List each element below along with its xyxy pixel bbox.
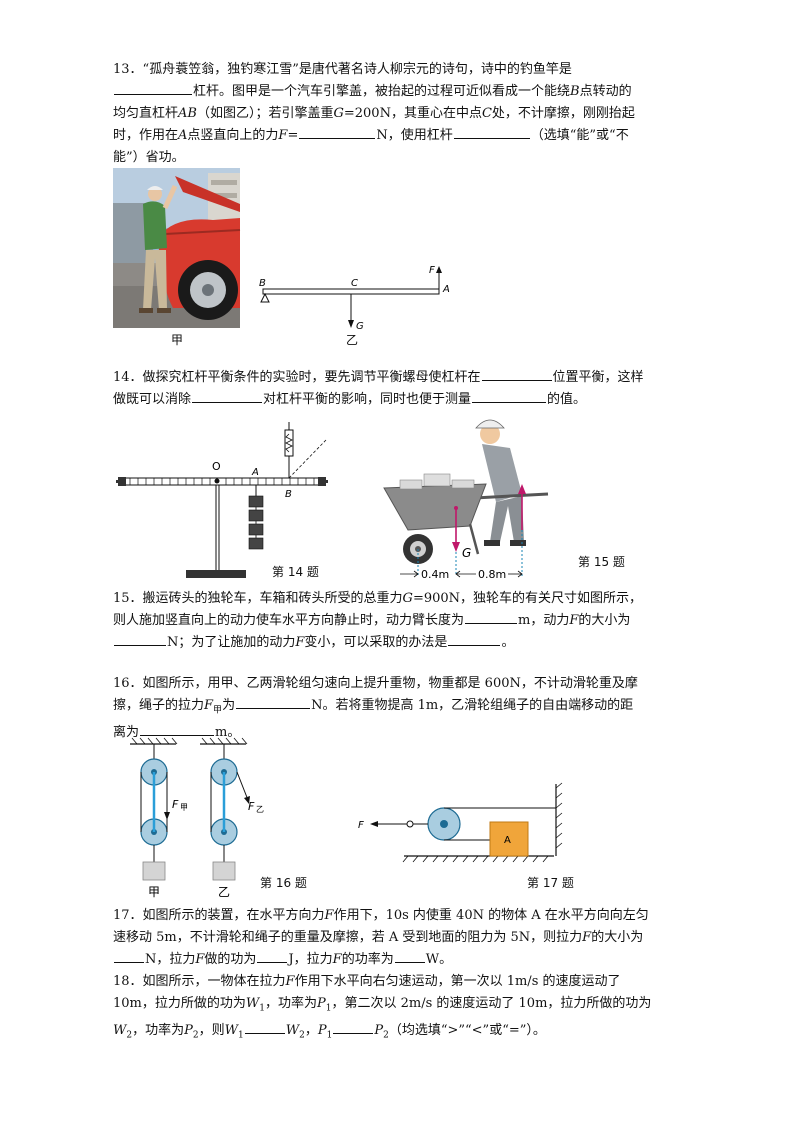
- figure-16-caption: 第 16 题: [260, 876, 307, 890]
- figure-17-caption: 第 17 题: [527, 876, 574, 890]
- answer-blank[interactable]: [236, 695, 311, 709]
- q14-line-2: 做既可以消除对杠杆平衡的影响，同时也便于测量的值。: [113, 389, 679, 411]
- answer-blank[interactable]: [481, 367, 552, 381]
- q14-line-1: 14．做探究杠杆平衡条件的实验时，要先调节平衡螺母使杠杆在位置平衡，这样: [113, 367, 679, 389]
- pivot-o-label: O: [212, 460, 221, 473]
- answer-blank[interactable]: [192, 389, 263, 403]
- figure-yi-caption: 乙: [346, 333, 359, 347]
- distance-1-label: 0.4m: [421, 568, 449, 581]
- box-a-label: A: [504, 835, 511, 846]
- answer-blank[interactable]: [394, 949, 425, 963]
- gravity-g-label: G: [356, 321, 364, 332]
- question-13: 13．“孤舟蓑笠翁，独钓寒江雪”是唐代著名诗人柳宗元的诗句，诗中的钓鱼竿是 杠杆…: [113, 59, 679, 169]
- force-f-yi-label: F: [248, 800, 255, 813]
- answer-blank[interactable]: [333, 1020, 374, 1034]
- q13-line-5: 能”）省功。: [113, 150, 185, 165]
- horizontal-pulley-diagram: F A: [358, 782, 563, 863]
- q13-line-4: 时，作用在A点竖直向上的力F=N，使用杠杆（选填“能”或“不: [113, 125, 679, 147]
- system-jia-label: 甲: [148, 885, 160, 899]
- q13-line-3: 均匀直杠杆AB（如图乙）；若引擎盖重G=200N，其重心在中点C处，不计摩擦，刚…: [113, 106, 635, 121]
- q18-line-1: 18．如图所示，一物体在拉力F作用下水平向右匀速运动，第一次以 1m/s 的速度…: [113, 974, 621, 989]
- question-16: 16．如图所示，用甲、乙两滑轮组匀速向上提升重物，物重都是 600N，不计动滑轮…: [113, 673, 679, 744]
- answer-blank[interactable]: [114, 81, 192, 95]
- distance-2-label: 0.8m: [478, 568, 506, 581]
- lever-ab-diagram: B C A F G: [259, 265, 450, 332]
- question-18: 18．如图所示，一物体在拉力F作用下水平向右匀速运动，第一次以 1m/s 的速度…: [113, 971, 679, 1046]
- q15-line-1: 15．搬运砖头的独轮车，车箱和砖头所受的总重力G=900N，独轮车的有关尺寸如图…: [113, 591, 643, 606]
- force-f-label: F: [429, 265, 435, 276]
- lever-balance-apparatus: O A B: [116, 422, 328, 578]
- question-17: 17．如图所示的装置，在水平方向力F作用下，10s 内使重 40N 的物体 A …: [113, 905, 679, 971]
- point-b-label: B: [285, 489, 292, 500]
- figure-14-caption: 第 14 题: [272, 565, 319, 579]
- car-hood-photo: [113, 168, 241, 328]
- point-a-label: A: [251, 467, 259, 478]
- force-f-label: F: [358, 820, 364, 831]
- question-15: 15．搬运砖头的独轮车，车箱和砖头所受的总重力G=900N，独轮车的有关尺寸如图…: [113, 588, 679, 654]
- point-a-label: A: [442, 284, 450, 295]
- figure-15-caption: 第 15 题: [578, 555, 625, 569]
- q16-line-1: 16．如图所示，用甲、乙两滑轮组匀速向上提升重物，物重都是 600N，不计动滑轮…: [113, 676, 638, 691]
- answer-blank[interactable]: [257, 949, 288, 963]
- q15-line-3: N；为了让施加的动力F变小，可以采取的办法是。: [113, 632, 679, 654]
- question-14: 14．做探究杠杆平衡条件的实验时，要先调节平衡螺母使杠杆在位置平衡，这样 做既可…: [113, 367, 679, 411]
- q18-line-2: 10m，拉力所做的功为W1，功率为P1，第二次以 2m/s 的速度运动了 10m…: [113, 996, 652, 1014]
- answer-blank[interactable]: [244, 1020, 285, 1034]
- wheelbarrow-diagram: G 0.4m 0.8m: [383, 419, 549, 581]
- answer-blank[interactable]: [448, 632, 501, 646]
- answer-blank[interactable]: [140, 722, 215, 736]
- answer-blank[interactable]: [472, 389, 547, 403]
- force-f-jia-label: F: [172, 798, 179, 811]
- answer-blank[interactable]: [114, 949, 144, 963]
- point-b-label: B: [259, 278, 266, 289]
- force-f-jia-subscript: 甲: [180, 803, 188, 812]
- answer-blank[interactable]: [114, 632, 166, 646]
- system-yi-label: 乙: [218, 885, 230, 899]
- pulley-systems-diagram: F 甲 F 乙 甲 乙: [130, 737, 264, 899]
- figure-jia-caption: 甲: [171, 333, 184, 347]
- gravity-g-label: G: [462, 546, 471, 560]
- q17-line-2: 速移动 5m，不计滑轮和绳子的重量及摩擦，若 A 受到地面的阻力为 5N，则拉力…: [113, 930, 644, 945]
- q13-line-2: 杠杆。图甲是一个汽车引擎盖，被抬起的过程可近似看成一个能绕B点转动的: [113, 81, 679, 103]
- force-f-yi-subscript: 乙: [256, 805, 264, 814]
- q17-line-1: 17．如图所示的装置，在水平方向力F作用下，10s 内使重 40N 的物体 A …: [113, 908, 649, 923]
- answer-blank[interactable]: [465, 610, 518, 624]
- answer-blank[interactable]: [453, 125, 530, 139]
- answer-blank[interactable]: [299, 125, 376, 139]
- q13-line-1: 13．“孤舟蓑笠翁，独钓寒江雪”是唐代著名诗人柳宗元的诗句，诗中的钓鱼竿是: [113, 62, 572, 77]
- point-c-label: C: [351, 278, 358, 289]
